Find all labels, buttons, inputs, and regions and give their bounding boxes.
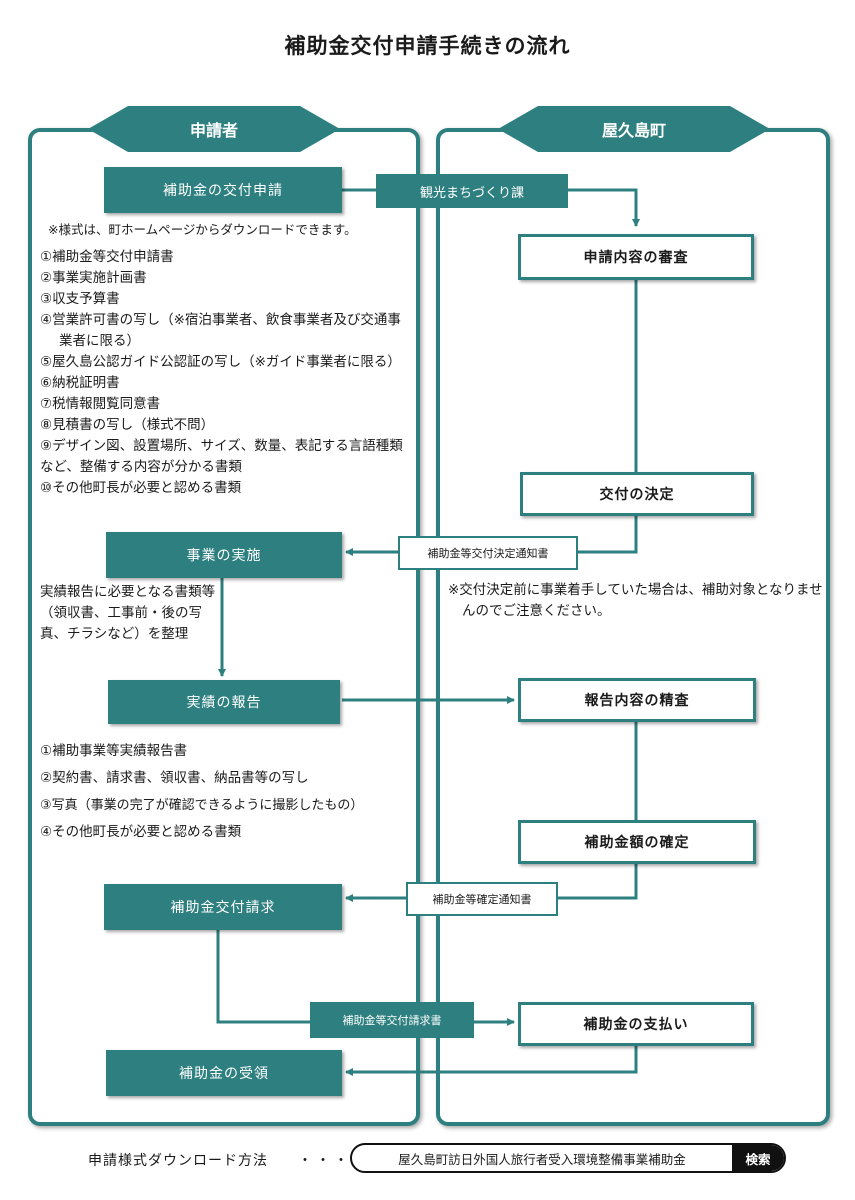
report-doc-item: ②契約書、請求書、領収書、納品書等の写し [40,770,309,786]
step-report-label: 実績の報告 [186,695,262,711]
doc-confirm-notice-label: 補助金等確定通知書 [432,893,532,906]
step-review: 申請内容の審査 [518,234,754,280]
report-doc-item: ①補助事業等実績報告書 [40,743,188,759]
step-decision-label: 交付の決定 [599,487,675,503]
step-inspect: 報告内容の精査 [518,678,756,722]
apply-doc-item: ⑥納税証明書 [40,375,120,391]
footer-dots: ・・・ [298,1153,352,1169]
doc-dept-label: 観光まちづくり課 [419,185,524,201]
step-pay: 補助金の支払い [518,1002,754,1046]
step-request: 補助金交付請求 [104,884,342,930]
apply-doc-item: ⑨デザイン図、設置場所、サイズ、数量、表記する言語種類など、整備する内容が分かる… [40,438,403,475]
step-receive: 補助金の受領 [106,1050,342,1096]
step-confirm: 補助金額の確定 [518,820,756,864]
step-request-label: 補助金交付請求 [170,900,276,916]
doc-confirm-notice: 補助金等確定通知書 [406,882,558,916]
applicant-lane-header: 申請者 [88,106,340,152]
step-confirm-label: 補助金額の確定 [584,835,690,851]
step-receive-label: 補助金の受領 [179,1066,269,1082]
applicant-lane [28,128,420,1126]
apply-doc-item: ⑩その他町長が必要と認める書類 [40,480,242,496]
download-note: ※様式は、町ホームページからダウンロードできます。 [48,222,357,237]
report-doc-list: ①補助事業等実績報告書 ②契約書、請求書、領収書、納品書等の写し ③写真（事業の… [40,738,412,846]
doc-decision-notice-label: 補助金等交付決定通知書 [427,547,549,560]
page-title: 補助金交付申請手続きの流れ [284,34,571,58]
doc-decision-notice: 補助金等交付決定通知書 [398,536,578,570]
prep-note: 実績報告に必要となる書類等（領収書、工事前・後の写真、チラシなど）を整理 [40,584,216,642]
search-button[interactable]: 検索 [732,1145,784,1171]
town-lane [436,128,830,1126]
town-lane-title: 屋久島町 [601,121,666,140]
apply-doc-item: ⑤屋久島公認ガイド公認証の写し（※ガイド事業者に限る） [40,354,401,370]
report-doc-item: ④その他町長が必要と認める書類 [40,824,242,840]
apply-doc-item: ④営業許可書の写し（※宿泊事業者、飲食事業者及び交通事業者に限る） [40,312,401,349]
apply-doc-item: ③収支予算書 [40,291,120,307]
doc-request-form: 補助金等交付請求書 [310,1002,474,1038]
apply-doc-item: ⑦税情報閲覧同意書 [40,396,161,412]
search-input[interactable]: 屋久島町訪日外国人旅行者受入環境整備事業補助金 [398,1151,686,1167]
caution-note: ※交付決定前に事業着手していた場合は、補助対象となりませんのでご注意ください。 [448,582,823,619]
step-inspect-label: 報告内容の精査 [584,693,690,709]
step-apply-label: 補助金の交付申請 [163,183,283,199]
apply-doc-item: ①補助金等交付申請書 [40,249,174,265]
step-decision: 交付の決定 [520,472,754,516]
applicant-lane-title: 申請者 [189,121,238,140]
step-review-label: 申請内容の審査 [583,250,689,266]
doc-request-form-label: 補助金等交付請求書 [342,1014,442,1027]
apply-doc-list: ①補助金等交付申請書 ②事業実施計画書 ③収支予算書 ④営業許可書の写し（※宿泊… [40,247,408,499]
town-lane-header: 屋久島町 [498,106,770,152]
step-implement-label: 事業の実施 [186,548,262,564]
step-apply: 補助金の交付申請 [104,167,342,213]
apply-doc-item: ②事業実施計画書 [40,270,147,286]
step-pay-label: 補助金の支払い [583,1017,689,1033]
doc-dept: 観光まちづくり課 [376,174,568,208]
apply-doc-item: ⑧見積書の写し（様式不問） [40,417,215,433]
step-report: 実績の報告 [108,680,340,724]
download-method-label: 申請様式ダウンロード方法 [88,1153,268,1169]
step-implement: 事業の実施 [106,532,342,578]
search-bar: 屋久島町訪日外国人旅行者受入環境整備事業補助金 検索 [350,1143,786,1173]
connector-pay-receive [345,1046,638,1076]
report-doc-item: ③写真（事業の完了が確認できるように撮影したもの） [40,798,364,813]
